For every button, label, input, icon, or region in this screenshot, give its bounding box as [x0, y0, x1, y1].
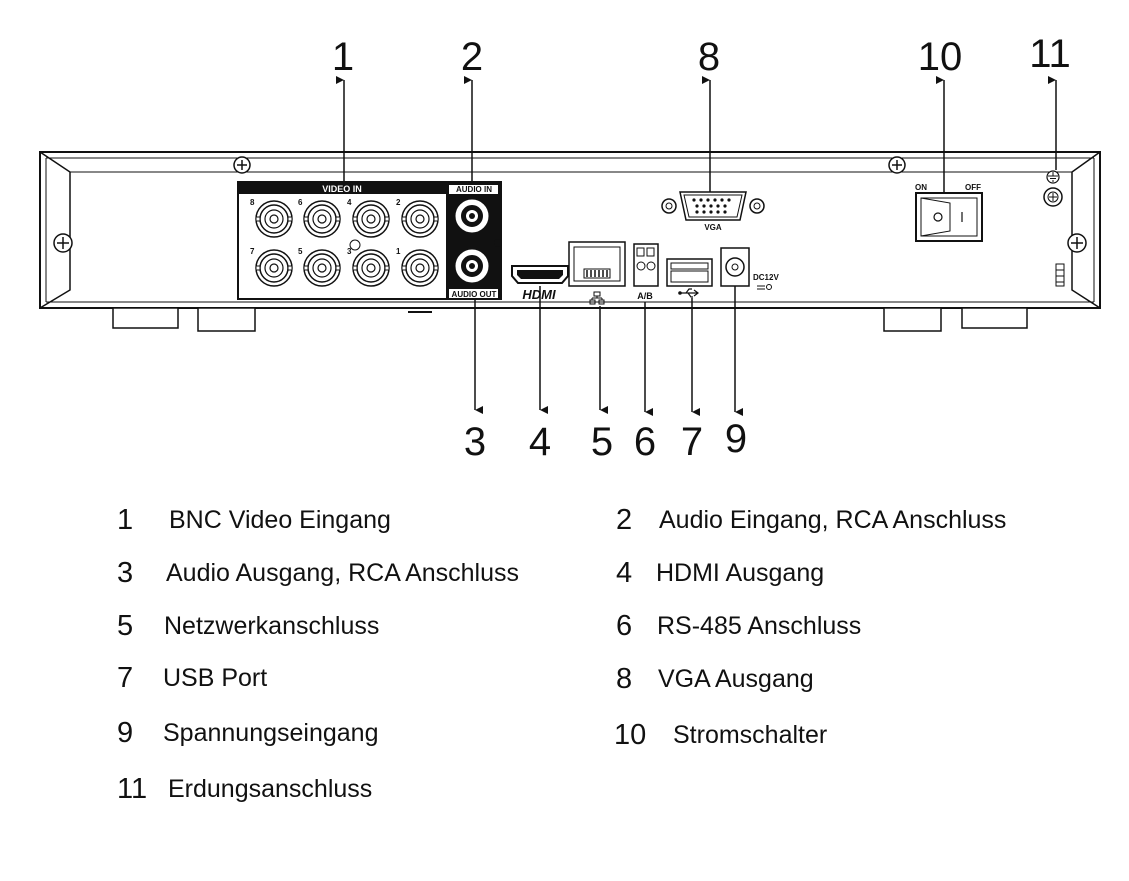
- legend-text: Spannungseingang: [163, 719, 379, 747]
- vga-port[interactable]: [661, 191, 765, 221]
- callout-4: 4: [529, 420, 551, 464]
- power-input-jack[interactable]: [720, 247, 750, 287]
- audio-out-rca-connector[interactable]: [455, 249, 489, 283]
- ground-terminal[interactable]: [1043, 187, 1063, 207]
- switch-off-label: OFF: [965, 183, 981, 192]
- legend-text: VGA Ausgang: [658, 665, 814, 693]
- hdmi-label: HDMI: [522, 287, 556, 302]
- vent-icon: [1055, 263, 1065, 287]
- audio-in-rca-connector[interactable]: [455, 199, 489, 233]
- screw-icon: [53, 233, 73, 253]
- callout-5: 5: [591, 420, 613, 464]
- bnc-channel-number: 7: [250, 247, 255, 256]
- callout-8: 8: [698, 35, 720, 79]
- screw-icon: [349, 239, 361, 251]
- legend-number: 1: [117, 504, 134, 536]
- rs485-terminal[interactable]: [633, 243, 659, 287]
- video-in-label: VIDEO IN: [322, 184, 362, 194]
- callout-6: 6: [634, 420, 656, 464]
- callout-3: 3: [464, 420, 486, 464]
- legend-text: Erdungsanschluss: [168, 775, 373, 803]
- legend-text: BNC Video Eingang: [169, 506, 391, 534]
- legend-text: Audio Ausgang, RCA Anschluss: [166, 559, 520, 587]
- callout-10: 10: [918, 35, 963, 79]
- bnc-connector[interactable]: [303, 249, 341, 287]
- ground-icon: [1046, 170, 1060, 184]
- legend-number: 11: [117, 773, 148, 805]
- screw-icon: [1067, 233, 1087, 253]
- legend-number: 10: [614, 719, 647, 751]
- callout-2: 2: [461, 35, 483, 79]
- legend-number: 7: [117, 662, 134, 694]
- bnc-channel-number: 8: [250, 198, 255, 207]
- bnc-channel-number: 2: [396, 198, 401, 207]
- legend-text: USB Port: [163, 664, 268, 692]
- callout-7: 7: [681, 420, 703, 464]
- legend-text: Stromschalter: [673, 721, 828, 749]
- bnc-connector[interactable]: [303, 200, 341, 238]
- bnc-channel-number: 4: [347, 198, 352, 207]
- usb-icon: [678, 288, 699, 298]
- legend-number: 6: [616, 610, 633, 642]
- legend-number: 2: [616, 504, 633, 536]
- bnc-channel-number: 3: [347, 247, 352, 256]
- bnc-connector[interactable]: [255, 249, 293, 287]
- legend-text: Netzwerkanschluss: [164, 612, 380, 640]
- vga-label: VGA: [704, 223, 722, 232]
- screw-icon: [233, 156, 251, 174]
- hdmi-port[interactable]: [511, 265, 569, 284]
- bnc-channel-number: 5: [298, 247, 303, 256]
- bnc-channel-number: 1: [396, 247, 401, 256]
- bnc-connectors: 8 6 4 2 7 5 3 1: [250, 198, 439, 287]
- bnc-connector[interactable]: [401, 249, 439, 287]
- dvr-rear-panel-diagram: VIDEO IN AUDIO IN AUDIO OUT 8 6 4 2 7 5 3 1 HDM…: [39, 32, 1101, 464]
- legend-number: 8: [616, 663, 633, 695]
- legend-text: RS-485 Anschluss: [657, 612, 862, 640]
- legend-text: Audio Eingang, RCA Anschluss: [659, 506, 1007, 534]
- bnc-connector[interactable]: [401, 200, 439, 238]
- power-switch[interactable]: [915, 192, 983, 242]
- network-icon: [589, 291, 605, 305]
- legend-text: HDMI Ausgang: [656, 559, 825, 587]
- audio-in-label: AUDIO IN: [456, 185, 492, 194]
- callout-9: 9: [725, 417, 747, 461]
- network-port[interactable]: [568, 241, 626, 287]
- bnc-connector[interactable]: [352, 249, 390, 287]
- bnc-connector[interactable]: [255, 200, 293, 238]
- bnc-channel-number: 6: [298, 198, 303, 207]
- rs485-label: A/B: [637, 291, 653, 301]
- dc-polarity-icon: [757, 284, 772, 290]
- legend-number: 5: [117, 610, 134, 642]
- legend-number: 9: [117, 717, 134, 749]
- legend-number: 4: [616, 557, 633, 589]
- legend-number: 3: [117, 557, 134, 589]
- usb-port[interactable]: [666, 258, 713, 287]
- switch-on-label: ON: [915, 183, 927, 192]
- callout-11: 11: [1029, 32, 1071, 76]
- audio-out-label: AUDIO OUT: [452, 290, 497, 299]
- screw-icon: [888, 156, 906, 174]
- dc-label: DC12V: [753, 273, 779, 282]
- bnc-connector[interactable]: [352, 200, 390, 238]
- callout-1: 1: [332, 35, 354, 79]
